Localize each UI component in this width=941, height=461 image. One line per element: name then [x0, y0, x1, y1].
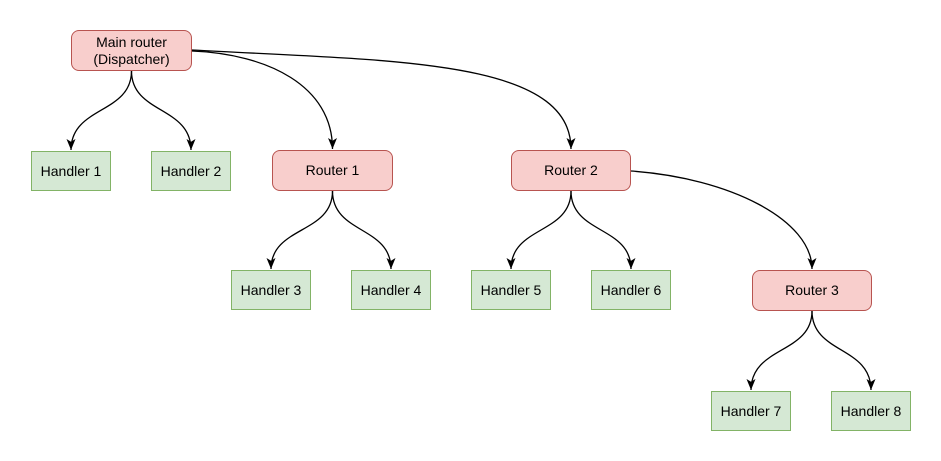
node-label: Handler 5 [480, 281, 542, 298]
node-handler-8[interactable]: Handler 8 [831, 391, 911, 431]
edge-router2-to-router3 [630, 170, 817, 270]
node-label: Handler 1 [40, 162, 102, 179]
edge-router1-to-handler4 [331, 190, 396, 270]
node-handler-6[interactable]: Handler 6 [591, 270, 671, 310]
node-handler-7[interactable]: Handler 7 [711, 391, 791, 431]
node-label: Handler 7 [720, 402, 782, 419]
node-main-router[interactable]: Main router (Dispatcher) [71, 30, 192, 71]
node-handler-1[interactable]: Handler 1 [31, 151, 111, 191]
edge-main-to-handler1 [66, 70, 133, 151]
node-label: Main router (Dispatcher) [93, 33, 170, 67]
edge-main-to-router1 [191, 50, 337, 150]
node-label: Handler 6 [600, 281, 662, 298]
edge-router2-to-handler5 [506, 190, 572, 270]
edge-router3-to-handler7 [746, 310, 813, 391]
node-router-1[interactable]: Router 1 [272, 150, 393, 191]
node-label: Handler 8 [840, 402, 902, 419]
node-handler-2[interactable]: Handler 2 [151, 151, 231, 191]
node-handler-5[interactable]: Handler 5 [471, 270, 551, 310]
edge-router3-to-handler8 [811, 310, 876, 391]
node-label: Handler 3 [240, 281, 302, 298]
edge-main-to-router2 [191, 49, 576, 150]
node-label: Handler 2 [160, 162, 222, 179]
node-label: Router 3 [785, 282, 839, 298]
edge-router2-to-handler6 [570, 190, 636, 270]
node-router-3[interactable]: Router 3 [752, 270, 872, 311]
node-label: Router 2 [544, 162, 598, 178]
node-handler-4[interactable]: Handler 4 [351, 270, 431, 310]
node-router-2[interactable]: Router 2 [511, 150, 631, 191]
edge-router1-to-handler3 [266, 190, 334, 270]
node-label: Handler 4 [360, 281, 422, 298]
node-handler-3[interactable]: Handler 3 [231, 270, 311, 310]
edge-main-to-handler2 [130, 70, 196, 151]
node-label: Router 1 [305, 162, 360, 178]
